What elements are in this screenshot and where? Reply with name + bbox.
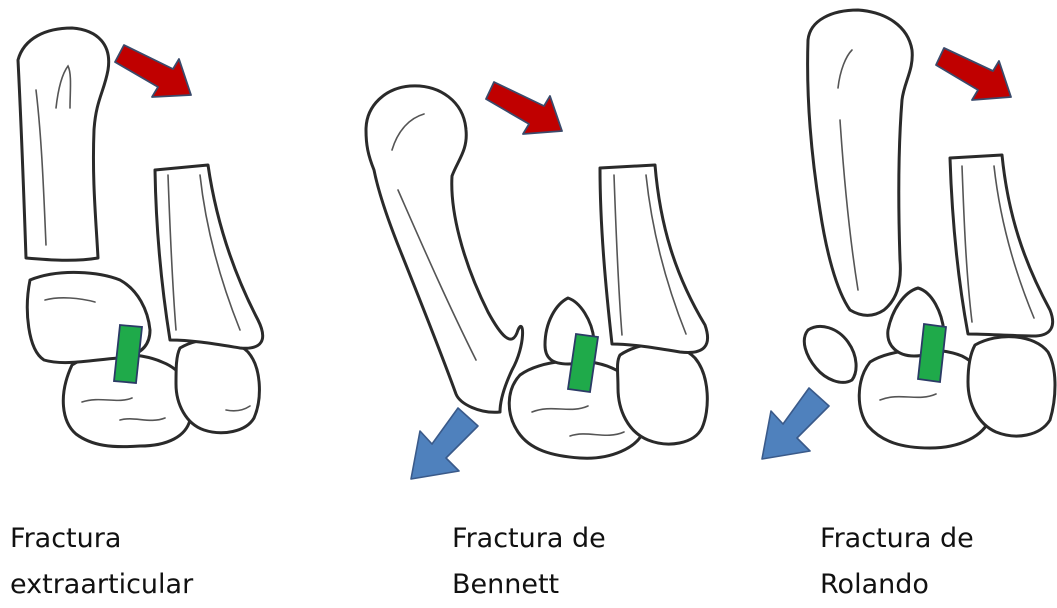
caption-line-1: Fractura de [452,516,606,562]
red-arrow [936,48,1011,100]
panel-bennett [366,82,708,479]
first-metacarpal-shaft [808,10,913,315]
caption-line-2: Bennett [452,562,606,608]
caption-line-1: Fractura [10,516,193,562]
second-metacarpal [600,165,708,353]
caption-line-2: Rolando [820,562,974,608]
first-metacarpal-shaft [366,86,523,412]
panel-extraarticular [18,28,263,447]
caption-bennett: Fractura de Bennett [452,516,606,608]
caption-extraarticular: Fractura extraarticular [10,516,193,608]
first-metacarpal-shaft [18,28,109,260]
adjacent-carpal [618,344,708,444]
panel-rolando [762,10,1055,459]
caption-line-2: extraarticular [10,562,193,608]
fracture-diagram [0,0,1057,500]
caption-line-1: Fractura de [820,516,974,562]
adjacent-carpal [176,339,259,432]
green-joint-marker [114,325,142,383]
adjacent-carpal [968,337,1055,436]
blue-arrow [762,388,829,459]
caption-rolando: Fractura de Rolando [820,516,974,608]
red-arrow [486,82,562,134]
green-joint-marker [918,324,946,382]
blue-arrow [411,408,478,479]
red-arrow [115,45,191,97]
rolando-small-fragment [804,326,856,382]
